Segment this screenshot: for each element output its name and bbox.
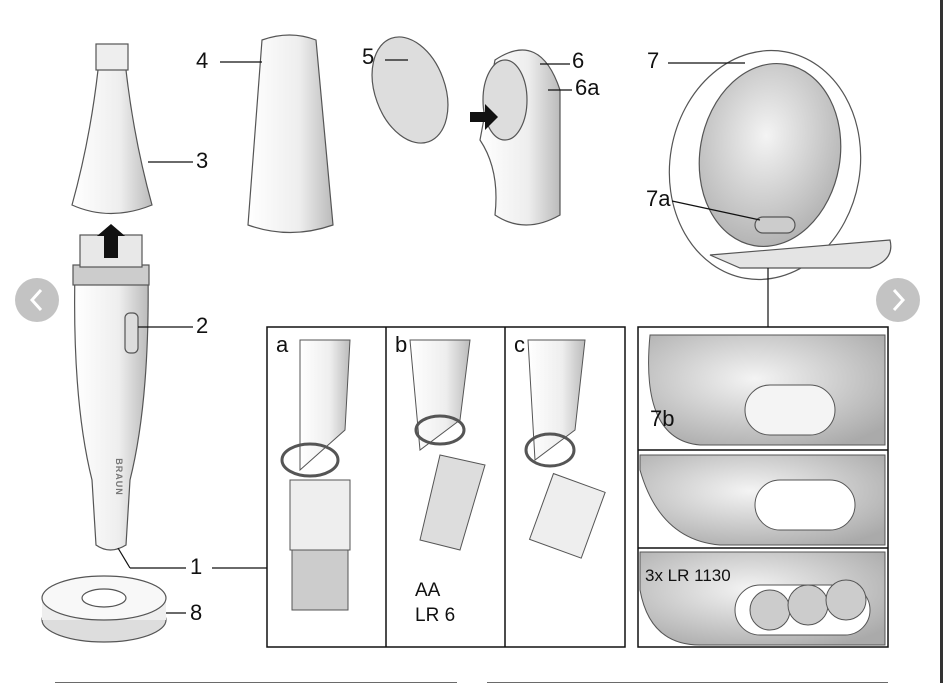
panel-b-label: b	[395, 332, 408, 357]
callout-6: 6	[572, 48, 585, 73]
scrollbar[interactable]	[940, 0, 943, 683]
prev-button[interactable]	[15, 278, 59, 322]
callout-7a: 7a	[646, 186, 671, 211]
battery-code: LR 6	[415, 605, 456, 626]
callout-6a: 6a	[575, 75, 600, 100]
callout-2: 2	[196, 313, 209, 338]
callout-1: 1	[190, 554, 203, 579]
callout-7b: 7b	[650, 406, 675, 431]
chevron-right-icon	[892, 288, 906, 312]
battery-type: AA	[415, 580, 441, 601]
panel-a-label: a	[276, 332, 289, 357]
chevron-left-icon	[29, 288, 43, 312]
callout-5: 5	[362, 44, 375, 69]
callout-7: 7	[647, 48, 660, 73]
brand-logo-text: BRAUN	[113, 458, 124, 496]
panel-c-label: c	[514, 332, 525, 357]
callout-3: 3	[196, 148, 209, 173]
device-body	[72, 224, 150, 551]
next-button[interactable]	[876, 278, 920, 322]
callout-4: 4	[196, 48, 209, 73]
callout-8: 8	[190, 600, 203, 625]
mirror-battery-label: 3x LR 1130	[645, 566, 731, 585]
